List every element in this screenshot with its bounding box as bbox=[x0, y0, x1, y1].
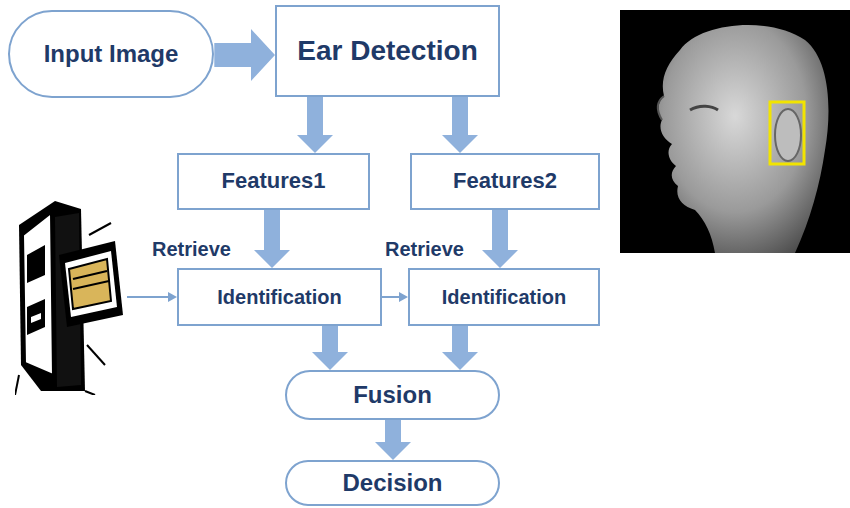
block-arrow bbox=[442, 326, 478, 370]
decision-pill: Decision bbox=[285, 460, 500, 506]
ear-photo bbox=[620, 10, 850, 253]
node-label: Features1 bbox=[216, 169, 332, 193]
block-arrow bbox=[375, 420, 411, 460]
leader-arrowhead bbox=[168, 292, 177, 302]
identification-box: Identification bbox=[177, 268, 382, 326]
node-label: Input Image bbox=[38, 41, 185, 67]
thin-arrow bbox=[382, 292, 408, 302]
leader-line bbox=[127, 296, 170, 298]
input-pill: Input Image bbox=[8, 10, 215, 98]
block-arrow bbox=[254, 210, 290, 268]
node-label: Fusion bbox=[347, 382, 438, 408]
block-arrow bbox=[214, 29, 275, 81]
feature-box: Features2 bbox=[410, 153, 600, 210]
database-icon bbox=[15, 195, 127, 395]
edge-label: Retrieve bbox=[383, 238, 466, 261]
fusion-pill: Fusion bbox=[285, 370, 500, 420]
process-box: Ear Detection bbox=[275, 5, 500, 97]
node-label: Features2 bbox=[447, 169, 563, 193]
identification-box: Identification bbox=[408, 268, 600, 326]
node-label: Decision bbox=[336, 470, 448, 496]
node-label: Identification bbox=[211, 286, 347, 308]
block-arrow bbox=[482, 210, 518, 268]
block-arrow bbox=[312, 326, 348, 370]
node-label: Identification bbox=[436, 286, 572, 308]
feature-box: Features1 bbox=[177, 153, 370, 210]
block-arrow bbox=[297, 97, 333, 153]
edge-label: Retrieve bbox=[150, 238, 233, 261]
node-label: Ear Detection bbox=[291, 36, 484, 67]
block-arrow bbox=[442, 97, 478, 153]
